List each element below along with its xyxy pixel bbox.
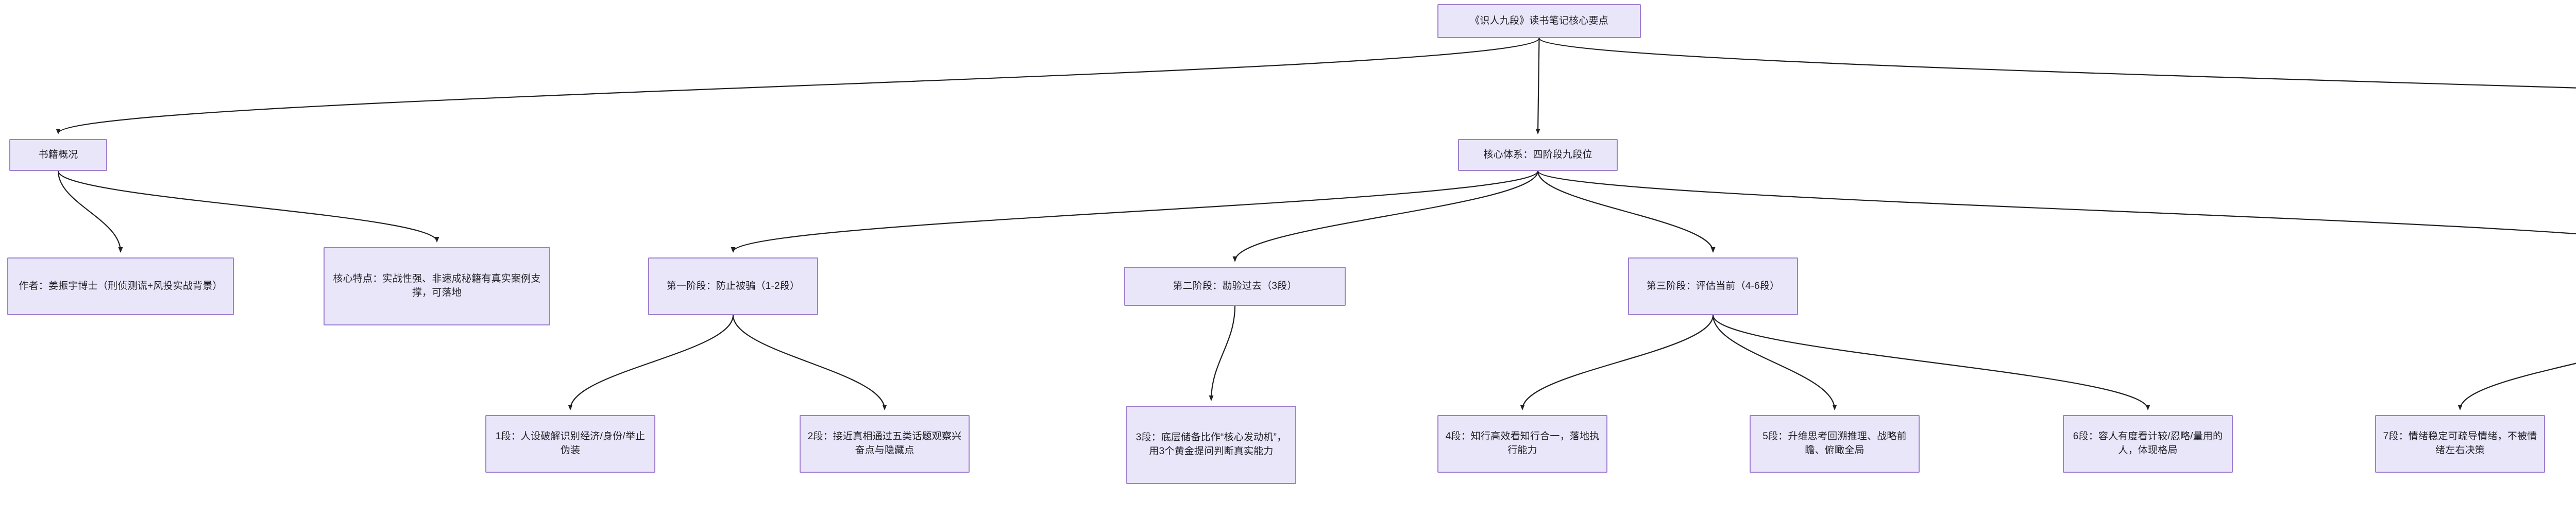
edge-root-to-insights [1538, 38, 2576, 89]
edge-core-system-to-stage2 [1232, 170, 1539, 262]
node-label: 第二阶段：勘验过去（3段） [1173, 280, 1297, 291]
edge-stage3-to-dan5 [1712, 315, 1837, 410]
node-root[interactable]: 《识人九段》读书笔记核心要点 [1437, 4, 1641, 38]
node-label: 第一阶段：防止被骗（1-2段） [666, 280, 800, 291]
node-label: 1段：人设破解识别经济/身份/举止伪装 [495, 431, 646, 456]
edge-core-system-to-stage1 [731, 170, 1539, 253]
node-feature[interactable]: 核心特点：实战性强、非速成秘籍有真实案例支撑，可落地 [324, 247, 550, 325]
edge-root-to-core-system [1535, 38, 1540, 134]
node-label: 6段：容人有度看计较/忍略/量用的人，体现格局 [2073, 431, 2223, 456]
node-dan1[interactable]: 1段：人设破解识别经济/身份/举止伪装 [485, 415, 655, 473]
edge-core-system-to-stage4 [1537, 170, 2576, 235]
edge-overview-to-author [57, 170, 123, 253]
edge-stage1-to-dan2 [732, 315, 887, 410]
node-overview[interactable]: 书籍概况 [9, 139, 107, 171]
node-dan2[interactable]: 2段：接近真相通过五类话题观察兴奋点与隐藏点 [800, 415, 970, 473]
node-label: 4段：知行高效看知行合一，落地执行能力 [1445, 431, 1600, 456]
node-stage3[interactable]: 第三阶段：评估当前（4-6段） [1628, 257, 1798, 315]
edge-stage2-to-dan3 [1209, 305, 1236, 401]
edge-stage1-to-dan1 [568, 315, 734, 410]
node-label: 2段：接近真相通过五类话题观察兴奋点与隐藏点 [807, 431, 962, 456]
node-stage2[interactable]: 第二阶段：勘验过去（3段） [1124, 267, 1346, 306]
node-dan3[interactable]: 3段：底层储备比作“核心发动机”，用3个黄金提问判断真实能力 [1126, 406, 1296, 484]
node-label: 5段：升维思考回溯推理、战略前瞻、俯瞰全局 [1762, 431, 1907, 456]
node-dan6[interactable]: 6段：容人有度看计较/忍略/量用的人，体现格局 [2063, 415, 2233, 473]
edge-stage3-to-dan6 [1712, 315, 2150, 410]
node-stage1[interactable]: 第一阶段：防止被骗（1-2段） [648, 257, 818, 315]
node-label: 第三阶段：评估当前（4-6段） [1646, 280, 1780, 291]
node-dan7[interactable]: 7段：情绪稳定可疏导情绪，不被情绪左右决策 [2375, 415, 2545, 473]
node-author[interactable]: 作者：姜振宇博士（刑侦测谎+风投实战背景） [7, 257, 234, 315]
node-label: 3段：底层储备比作“核心发动机”，用3个黄金提问判断真实能力 [1136, 432, 1287, 457]
edge-overview-to-feature [57, 170, 439, 243]
edge-stage4-to-dan7 [2458, 363, 2576, 410]
edge-root-to-overview [56, 38, 1540, 134]
node-core-system[interactable]: 核心体系：四阶段九段位 [1458, 139, 1618, 171]
node-dan5[interactable]: 5段：升维思考回溯推理、战略前瞻、俯瞰全局 [1750, 415, 1920, 473]
edge-stage3-to-dan4 [1520, 315, 1714, 410]
node-label: 核心体系：四阶段九段位 [1483, 149, 1592, 160]
node-label: 7段：情绪稳定可疏导情绪，不被情绪左右决策 [2383, 431, 2537, 456]
node-label: 《识人九段》读书笔记核心要点 [1470, 15, 1608, 26]
node-label: 核心特点：实战性强、非速成秘籍有真实案例支撑，可落地 [333, 273, 541, 298]
edge-core-system-to-stage3 [1537, 170, 1716, 253]
node-label: 作者：姜振宇博士（刑侦测谎+风投实战背景） [19, 280, 223, 291]
node-dan4[interactable]: 4段：知行高效看知行合一，落地执行能力 [1437, 415, 1607, 473]
node-label: 书籍概况 [38, 149, 78, 160]
